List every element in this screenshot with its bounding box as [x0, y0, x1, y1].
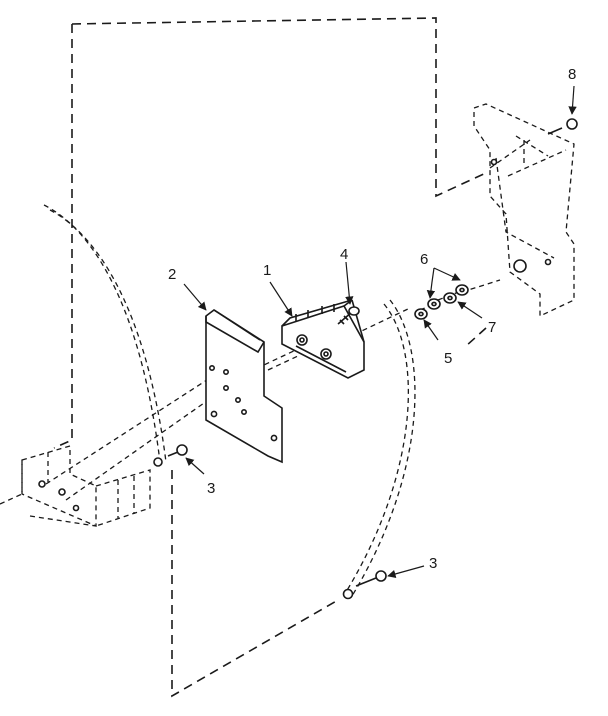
callout-2: 2	[168, 266, 176, 283]
upper-right-bracket	[473, 103, 575, 318]
part-3-screw-lower	[342, 570, 387, 600]
callout-1: 1	[263, 262, 271, 279]
callout-6: 6	[420, 251, 428, 268]
projection-lines	[45, 139, 531, 501]
part-8-screw	[547, 118, 578, 135]
spare-nut	[455, 284, 469, 296]
part-5-washer	[414, 308, 428, 320]
callout-3-upper: 3	[207, 480, 215, 497]
callout-4: 4	[340, 246, 348, 263]
lower-hinge-bracket	[0, 445, 151, 527]
part-2-mounting-plate	[205, 309, 283, 464]
callout-8: 8	[568, 66, 576, 83]
callout-7: 7	[488, 319, 496, 336]
callout-leaders	[183, 85, 577, 579]
cabinet-outline	[53, 17, 489, 698]
right-hinge-wire	[345, 299, 416, 597]
part-7-nut	[443, 292, 457, 304]
part-4-screw	[337, 306, 360, 325]
part-3-screw-upper	[153, 444, 188, 467]
part-6-nut	[427, 298, 441, 310]
callout-5: 5	[444, 350, 452, 367]
callout-3-lower: 3	[429, 555, 437, 572]
left-hinge-wire	[43, 204, 167, 463]
